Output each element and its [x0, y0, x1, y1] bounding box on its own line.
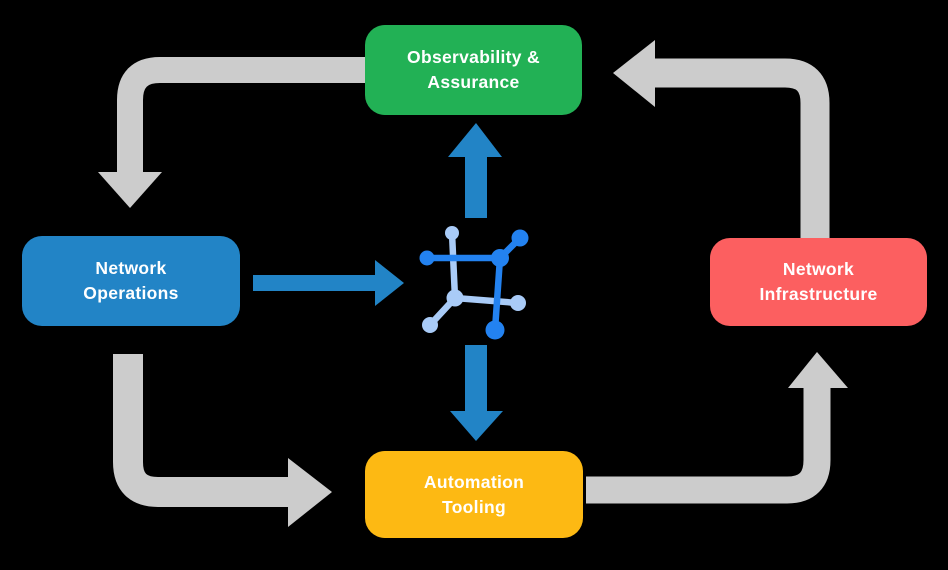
arrow-head-down-icon — [98, 172, 162, 208]
node-observability-assurance: Observability & Assurance — [365, 25, 582, 115]
arrow-hub-to-automation — [450, 345, 503, 441]
node-label: Network Infrastructure — [759, 259, 878, 304]
arrow-shaft — [586, 386, 831, 504]
network-mesh-light-branches — [422, 226, 526, 333]
arrow-head-down-icon — [450, 411, 503, 441]
arrow-hub-to-observability — [448, 123, 502, 218]
arrow-shaft — [113, 354, 290, 507]
node-network-infrastructure: Network Infrastructure — [710, 238, 927, 326]
node-label: Automation Tooling — [423, 471, 525, 517]
arrow-observability-to-operations — [98, 57, 368, 208]
arrow-head-right-icon — [375, 260, 404, 306]
arrow-shaft — [117, 57, 368, 174]
network-mesh-icon — [419, 226, 529, 340]
arrow-head-up-icon — [788, 352, 848, 388]
node-label: Network Operations — [83, 258, 179, 303]
arrow-operations-to-automation — [113, 354, 332, 527]
arrow-operations-to-hub — [253, 260, 404, 306]
node-label: Observability & Assurance — [407, 47, 540, 92]
network-mesh-dark-branches — [419, 229, 529, 340]
arrow-head-left-icon — [613, 40, 655, 107]
node-network-operations: Network Operations — [22, 236, 240, 326]
arrow-automation-to-infrastructure — [586, 352, 848, 504]
node-automation-tooling: Automation Tooling — [365, 451, 583, 538]
arrow-head-up-icon — [448, 123, 502, 157]
arrow-shaft — [653, 58, 830, 238]
arrow-infrastructure-to-observability — [613, 40, 830, 238]
arrow-head-right-icon — [288, 458, 332, 527]
